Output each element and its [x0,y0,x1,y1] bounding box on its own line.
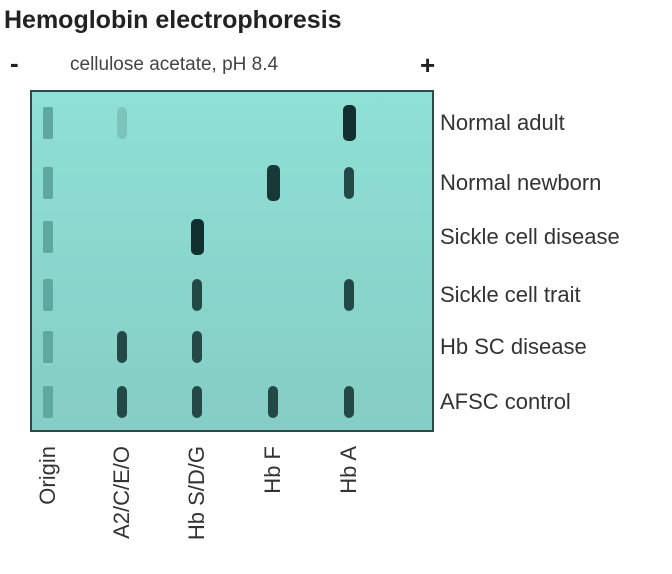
cathode-label: - [10,48,19,78]
anode-label: + [420,50,436,80]
hemoglobin-band [192,279,202,311]
origin-band [43,331,53,363]
hemoglobin-band [268,386,278,418]
origin-band [43,386,53,418]
hemoglobin-band [117,331,127,363]
lane-label: Hb S/D/G [184,446,209,541]
lane-label: Origin [35,446,60,505]
row-label: AFSC control [440,389,571,414]
subtitle: cellulose acetate, pH 8.4 [70,54,279,75]
row-label: Sickle cell disease [440,224,620,249]
lane-label: Hb F [260,446,285,494]
lane-label: Hb A [336,446,361,494]
origin-band [43,167,53,199]
row-label: Hb SC disease [440,334,587,359]
origin-band [43,221,53,253]
hemoglobin-band [117,386,127,418]
lane-label: A2/C/E/O [109,446,134,539]
hemoglobin-band [117,107,127,139]
hemoglobin-band [344,279,354,311]
hemoglobin-band [266,165,280,201]
row-label: Normal adult [440,110,565,135]
origin-band [43,107,53,139]
figure-title: Hemoglobin electrophoresis [4,6,342,34]
electrophoresis-gel [30,90,434,432]
hemoglobin-band [192,331,202,363]
row-label: Normal newborn [440,170,602,195]
hemoglobin-band [190,219,204,255]
hemoglobin-band [192,386,202,418]
row-label: Sickle cell trait [440,282,581,307]
origin-band [43,279,53,311]
hemoglobin-band [344,386,354,418]
hemoglobin-band [342,105,356,141]
hemoglobin-band [344,167,354,199]
